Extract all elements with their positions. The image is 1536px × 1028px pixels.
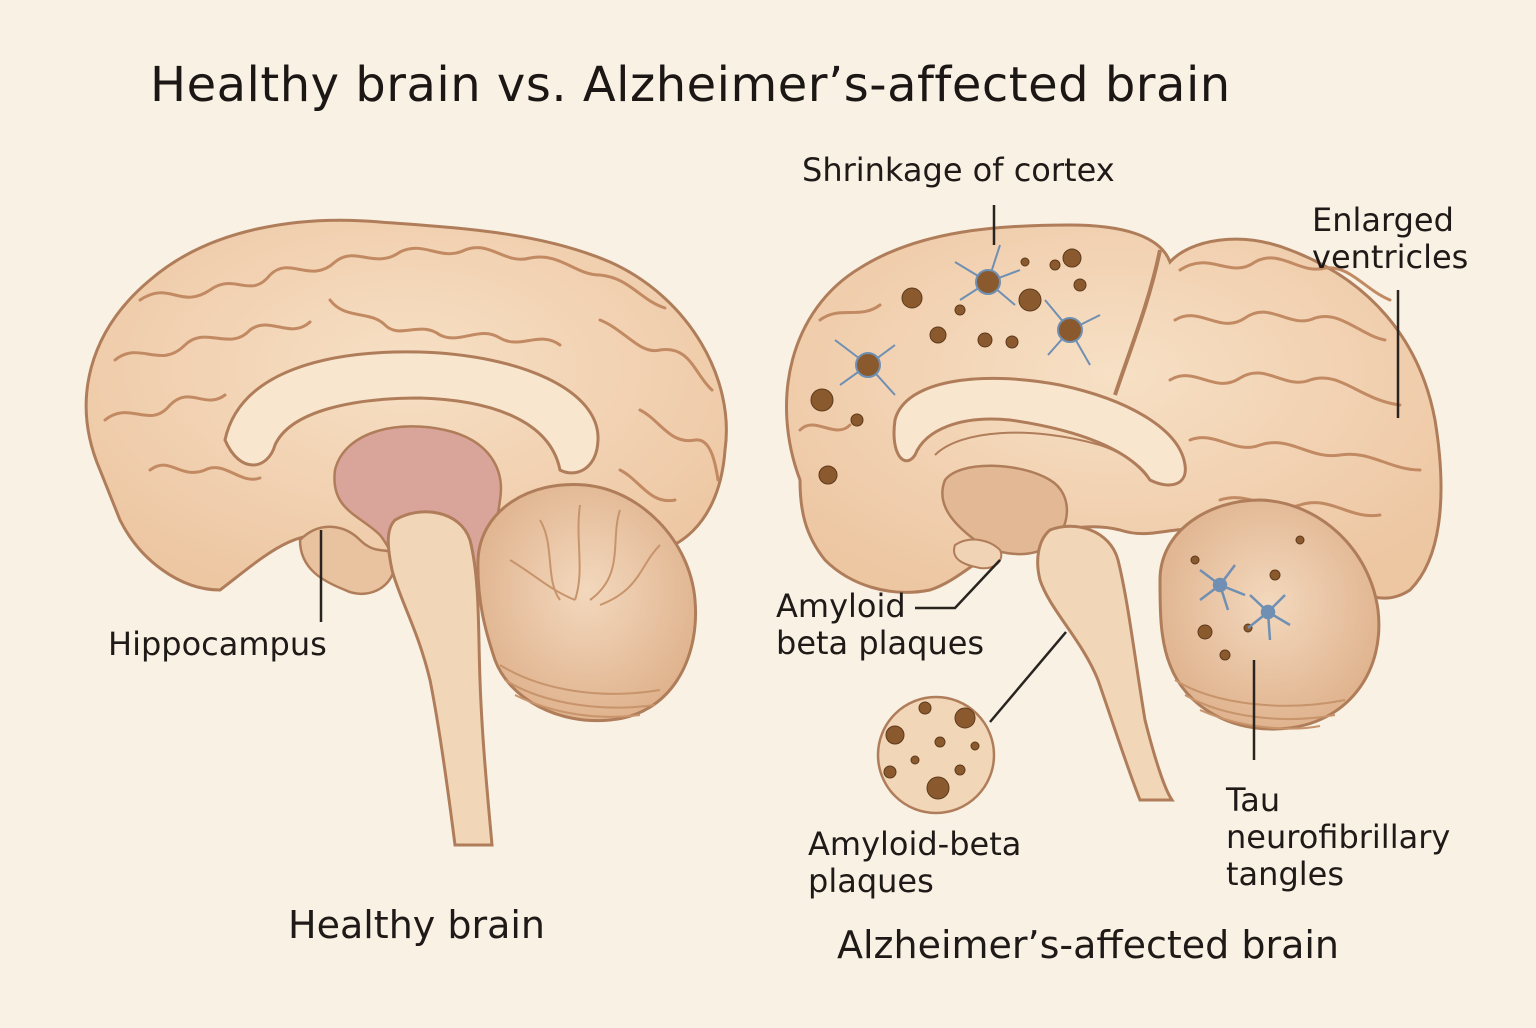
plaque-dot: [1005, 335, 1019, 349]
healthy-brain-caption: Healthy brain: [288, 903, 546, 947]
hippocampus-label: Hippocampus: [108, 625, 327, 663]
plaque-dot: [929, 326, 947, 344]
plaque-dot: [850, 413, 864, 427]
tangle-neuron: [1044, 299, 1101, 366]
healthy-corpus-callosum: [223, 350, 600, 475]
plaque-dot: [1073, 278, 1087, 292]
alz-cortex-tangles: [834, 244, 1101, 396]
plaque-dot: [977, 332, 993, 348]
alzheimers-brain: [785, 223, 1443, 802]
tangle-neuron: [834, 339, 896, 396]
alz-cortex-gap: [1113, 249, 1162, 396]
plaque-dot: [901, 287, 923, 309]
tangle-neuron: [1199, 564, 1246, 611]
healthy-brainstem: [386, 510, 494, 847]
plaque-dot: [818, 465, 838, 485]
alz-enlarged-ventricle: [892, 376, 1187, 487]
plaque-dot: [1062, 248, 1082, 268]
tangle-neuron: [1247, 594, 1291, 641]
healthy-gyri: [103, 246, 720, 503]
plaque-dot: [1018, 288, 1042, 312]
plaque-dot: [954, 304, 966, 316]
alz-ventricle-inner: [934, 431, 1151, 481]
inset-leader-line: [989, 631, 1067, 723]
plaque-dot: [1020, 257, 1030, 267]
tau-tangles-label: Tau neurofibrillary tangles: [1226, 781, 1451, 894]
alz-cortex-plaques: [810, 248, 1087, 485]
cortex-shrinkage-label: Shrinkage of cortex: [802, 151, 1115, 189]
healthy-brain: [84, 218, 728, 847]
alz-brainstem: [1036, 524, 1175, 802]
tangle-neuron: [954, 244, 1021, 306]
amyloid-leader-line: [915, 559, 1001, 610]
alzheimers-brain-caption: Alzheimer’s-affected brain: [837, 923, 1340, 967]
alz-gyri: [798, 256, 1422, 518]
healthy-cerebellum: [476, 482, 698, 723]
plaque-dot: [1049, 259, 1061, 271]
amyloid-beta-plaques-label: Amyloid beta plaques: [776, 587, 985, 663]
plaque-dot: [810, 388, 834, 412]
enlarged-ventricles-label: Enlarged ventricles: [1312, 201, 1469, 277]
alz-cerebellum-tangles: [1199, 564, 1291, 641]
diagram-title: Healthy brain vs. Alzheimer’s-affected b…: [150, 57, 1231, 113]
amyloid-inset: [876, 695, 996, 815]
inset-plaques-label: Amyloid-beta plaques: [808, 825, 1022, 901]
alz-leader-lines: [915, 205, 1400, 760]
alz-cerebellum: [1158, 498, 1381, 731]
